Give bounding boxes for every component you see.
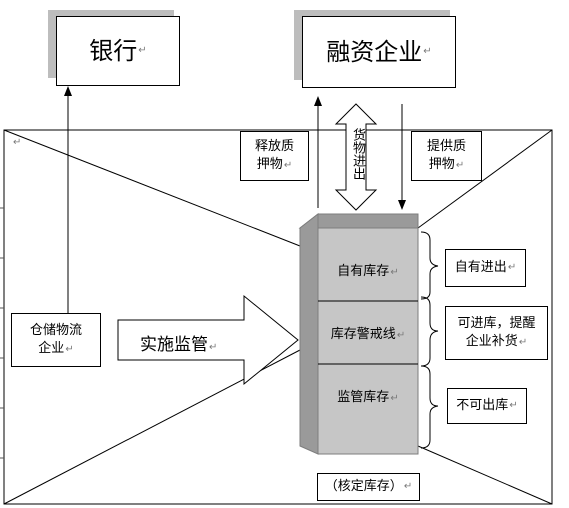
para-mark: ↵ <box>390 393 399 404</box>
note-own-text: 自有进出 <box>454 260 507 276</box>
goods-flow-label: 货物进出 <box>349 128 365 180</box>
diagonal-top-right <box>417 129 553 229</box>
brace-warning <box>420 296 439 367</box>
release-box: 释放质 押物↵ <box>240 131 309 181</box>
stock-column-front <box>317 227 419 455</box>
note-warning-box: 可进库，提醒 企业补货↵ <box>445 306 548 360</box>
stock-own-label: 自有库存↵ <box>318 260 418 279</box>
para-mark: ↵ <box>403 481 413 493</box>
left-ruler-ticks <box>0 207 4 459</box>
warehouse-line2: 企业 <box>38 341 65 356</box>
provide-line1: 提供质 <box>426 139 466 155</box>
para-mark-topleft: ↵ <box>13 137 22 148</box>
diagonal-bottom-right <box>417 445 553 505</box>
stock-column-side <box>299 212 319 455</box>
para-mark: ↵ <box>65 344 74 355</box>
brace-supervised <box>420 365 439 449</box>
warehouse-frame <box>3 129 553 505</box>
para-mark: ↵ <box>396 330 406 341</box>
para-mark: ↵ <box>509 400 518 412</box>
stock-warning-text: 库存警戒线 <box>330 327 396 342</box>
arrowhead-provide <box>398 200 406 210</box>
para-mark: ↵ <box>283 160 293 171</box>
para-mark: ↵ <box>518 337 528 348</box>
arrowhead-bank <box>64 86 72 96</box>
note-warning-line1: 可进库，提醒 <box>457 316 536 332</box>
bank-box: 银行↵ <box>56 16 180 86</box>
para-mark: ↵ <box>507 262 517 274</box>
para-mark: ↵ <box>423 46 432 58</box>
verified-box: （核定库存）↵ <box>317 473 420 501</box>
stock-warning-label: 库存警戒线↵ <box>318 323 418 342</box>
release-line1: 释放质 <box>254 139 294 155</box>
note-warning-line2: 企业补货 <box>465 334 518 349</box>
para-mark: ↵ <box>455 160 465 171</box>
release-line2: 押物 <box>256 157 283 172</box>
goods-flow-arrow <box>334 103 378 211</box>
diagonal-top-left <box>3 129 301 247</box>
verified-text: （核定库存） <box>324 479 403 495</box>
stock-supervised-text: 监管库存 <box>337 390 390 405</box>
stock-own-text: 自有库存 <box>337 264 390 279</box>
bank-label: 银行 <box>89 36 138 65</box>
enterprise-box: 融资企业↵ <box>302 16 456 88</box>
para-mark: ↵ <box>209 342 218 353</box>
warehouse-line1: 仓储物流 <box>29 323 82 339</box>
brace-own <box>420 231 439 300</box>
stock-supervised-label: 监管库存↵ <box>318 386 418 405</box>
note-supervised-text: 不可出库 <box>456 398 509 414</box>
note-own-box: 自有进出↵ <box>445 249 526 287</box>
para-mark: ↵ <box>390 267 399 278</box>
note-supervised-box: 不可出库↵ <box>447 388 527 424</box>
supervise-text: 实施监管 <box>140 335 208 355</box>
provide-line2: 押物 <box>428 157 455 172</box>
provide-box: 提供质 押物↵ <box>411 131 482 181</box>
warehouse-box: 仓储物流 企业↵ <box>11 313 101 367</box>
enterprise-label: 融资企业 <box>326 37 423 66</box>
goods-flow-text: 货物进出 <box>350 128 365 180</box>
arrowhead-release <box>314 96 322 106</box>
para-mark: ↵ <box>138 45 147 57</box>
supervise-label: 实施监管↵ <box>140 330 217 355</box>
supervise-arrow <box>117 294 299 386</box>
